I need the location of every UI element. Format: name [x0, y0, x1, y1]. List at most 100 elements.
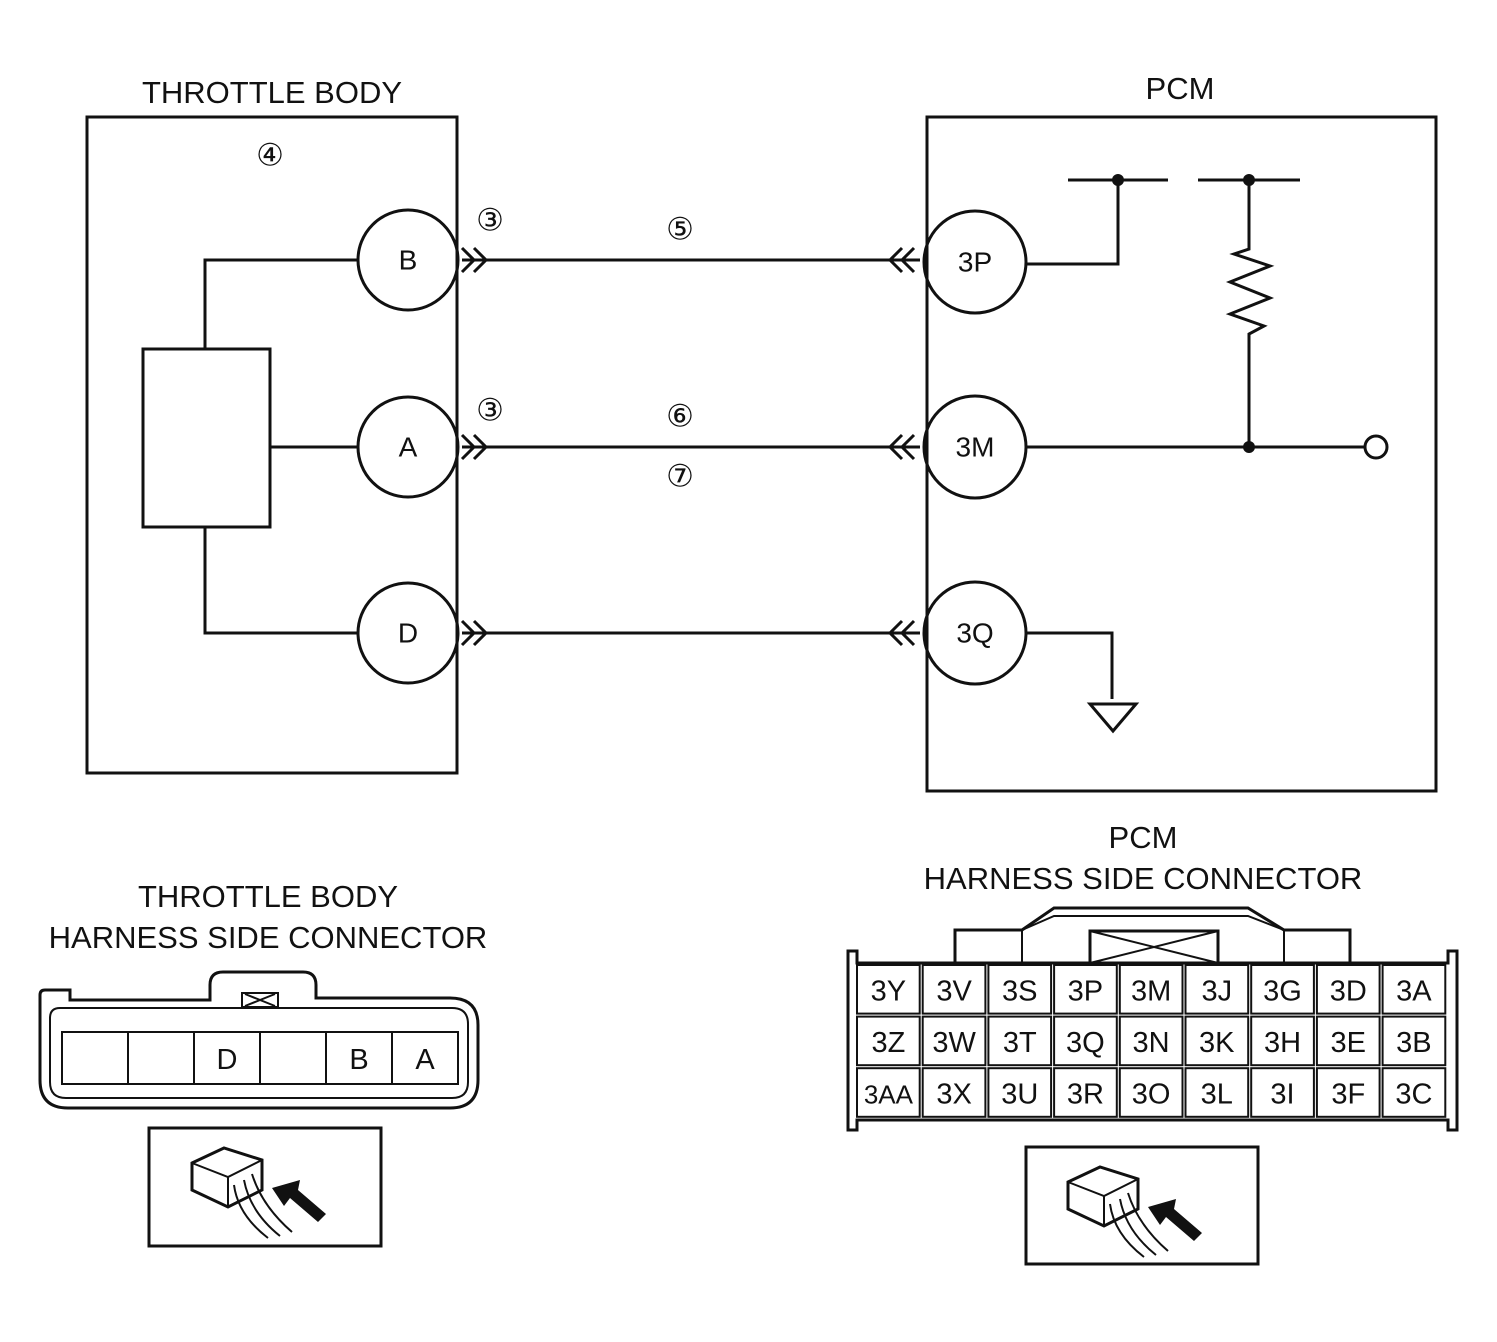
- throttle-pin-a: A: [356, 395, 460, 499]
- pcm-terminal-label: 3H: [1264, 1027, 1301, 1059]
- throttle-connector-title-line2: HARNESS SIDE CONNECTOR: [49, 920, 488, 955]
- throttle-pin-d-label: D: [398, 618, 418, 649]
- pcm-terminal-label: 3W: [932, 1027, 976, 1059]
- throttle-connector-title-line1: THROTTLE BODY: [138, 879, 398, 914]
- throttle-body-callout: ④: [256, 138, 284, 173]
- pcm-terminal-cell: [1381, 964, 1447, 1015]
- pcm-title: PCM: [1146, 71, 1215, 106]
- pcm-terminal-label: 3R: [1067, 1079, 1104, 1111]
- pcm-terminal-label: 3S: [1002, 975, 1037, 1007]
- pcm-terminal-label: 3L: [1201, 1079, 1233, 1111]
- pcm-terminal-label: 3K: [1199, 1027, 1235, 1059]
- pcm-chevrons-3q: [887, 619, 916, 647]
- pcm-terminal-cell: [987, 1015, 1053, 1067]
- throttle-pin-b-label: B: [399, 245, 418, 276]
- pcm-terminal-cell: [1053, 1015, 1118, 1067]
- connector-cell: [127, 1031, 195, 1085]
- junction-dot: [1112, 174, 1124, 186]
- connector-cell-label: A: [415, 1044, 435, 1076]
- throttle-pin-d: D: [356, 581, 460, 685]
- pcm-view-icon-box: [1024, 1145, 1260, 1266]
- pcm-terminal-cell: [987, 1067, 1053, 1118]
- pcm-terminal-cell: [1184, 964, 1250, 1015]
- pcm-terminal-label: 3I: [1270, 1079, 1294, 1111]
- connector-housing-inner: [49, 1007, 469, 1099]
- pcm-pin-3q-label: 3Q: [956, 618, 993, 649]
- ground-symbol: [1086, 702, 1140, 734]
- pcm-terminal-label: 3F: [1331, 1079, 1365, 1111]
- pull-up-resistor: [1225, 180, 1275, 447]
- callout-wire-a-bottom: ⑦: [666, 459, 694, 494]
- pcm-terminal-label: 3Q: [1066, 1027, 1105, 1059]
- pcm-pin-3p: 3P: [922, 209, 1028, 315]
- throttle-body-title: THROTTLE BODY: [142, 75, 402, 110]
- sensor-wire-d: [203, 527, 358, 635]
- pcm-connector-title-line2: HARNESS SIDE CONNECTOR: [924, 861, 1363, 896]
- callout-wire-b: ⑤: [666, 212, 694, 247]
- pcm-pin-3m-label: 3M: [956, 432, 995, 463]
- callout-wire-a-top: ⑥: [666, 399, 694, 434]
- schematic: THROTTLE BODY PCM ④ B A D 3P: [85, 71, 1438, 793]
- pcm-terminal-label: 3AA: [864, 1080, 914, 1110]
- pcm-terminal-cell: [921, 1067, 987, 1118]
- pcm-terminal-label: 3D: [1330, 975, 1367, 1007]
- pcm-terminal-cell: [856, 1015, 921, 1067]
- pcm-terminal-cell: [1381, 1067, 1447, 1118]
- pcm-pin-3q: 3Q: [922, 580, 1028, 686]
- throttle-pin-a-label: A: [399, 432, 418, 463]
- connector-housing-outer: [38, 970, 480, 1110]
- connector-chevrons-a: [460, 433, 489, 461]
- pcm-terminal-label: 3A: [1396, 975, 1432, 1007]
- pcm-pin-3p-label: 3P: [958, 247, 992, 278]
- pcm-pin-3m: 3M: [922, 394, 1028, 500]
- pcm-internal-circuit: [1026, 174, 1389, 734]
- pcm-terminal-label: 3U: [1001, 1079, 1038, 1111]
- pcm-terminal-label: 3C: [1395, 1079, 1432, 1111]
- pcm-terminal-label: 3X: [936, 1079, 971, 1111]
- pcm-chevrons-3p: [887, 246, 916, 274]
- pcm-terminal-cell: [1053, 964, 1118, 1015]
- pcm-terminal-cell: [1184, 1015, 1250, 1067]
- pcm-box: [925, 115, 1438, 793]
- pcm-terminal-label: 3V: [936, 975, 972, 1007]
- connector-cell-label: D: [217, 1044, 238, 1076]
- throttle-pin-b: B: [356, 208, 460, 312]
- connector-cell: [61, 1031, 129, 1085]
- callout-connector-b: ③: [476, 203, 504, 238]
- pcm-terminal-cell: [1184, 1067, 1250, 1118]
- pcm-connector-title-line1: PCM: [1109, 820, 1178, 855]
- pcm-harness-connector: PCM HARNESS SIDE CONNECTOR 3Y 3V 3S 3P 3M 3J 3…: [846, 820, 1459, 1266]
- pcm-chevrons-3m: [887, 433, 916, 461]
- pcm-terminal-cell: [1315, 964, 1381, 1015]
- pcm-terminal-label: 3G: [1263, 975, 1302, 1007]
- callout-connector-a: ③: [476, 393, 504, 428]
- pcm-terminal-cell: [1315, 1067, 1381, 1118]
- connector-cell: [259, 1031, 327, 1085]
- pcm-terminal-cell: [1118, 1015, 1184, 1067]
- pcm-connector-latch: [953, 906, 1352, 963]
- insertion-arrow-icon: [1148, 1199, 1202, 1241]
- pcm-terminal-label: 3O: [1132, 1079, 1171, 1111]
- pcm-terminal-label: 3N: [1133, 1027, 1170, 1059]
- pcm-terminal-cell: [1053, 1067, 1118, 1118]
- pcm-terminal-cell: [1118, 964, 1184, 1015]
- pcm-terminal-cell: [921, 964, 987, 1015]
- connector-chevrons-d: [460, 619, 489, 647]
- throttle-position-sensor: [141, 347, 272, 529]
- connector-view-icon: [190, 1146, 326, 1239]
- pcm-terminal-label: 3J: [1201, 975, 1232, 1007]
- pcm-terminal-label: 3Y: [871, 975, 906, 1007]
- insertion-arrow-icon: [272, 1180, 326, 1222]
- connector-chevrons-b: [460, 246, 489, 274]
- pcm-terminal-cell: [1315, 1015, 1381, 1067]
- connector-cell: [391, 1031, 459, 1085]
- throttle-view-icon-box: [147, 1126, 383, 1248]
- pcm-terminal-label: 3M: [1131, 975, 1171, 1007]
- pcm-terminal-label: 3P: [1068, 975, 1103, 1007]
- sensor-wire-b: [203, 258, 358, 349]
- pcm-terminal-cell: [1250, 964, 1315, 1015]
- pcm-terminal-cell: [987, 964, 1053, 1015]
